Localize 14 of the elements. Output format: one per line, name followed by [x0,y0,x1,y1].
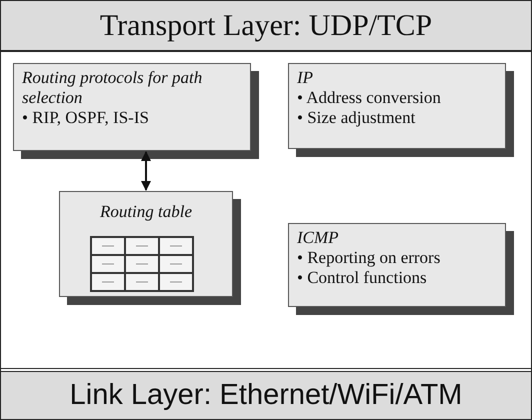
bullet-item: • Reporting on errors [297,248,442,268]
box-heading: Routing table [98,202,194,222]
layer-title: Transport Layer: UDP/TCP [100,8,432,42]
box-heading: Routing protocols for path selection [22,68,204,108]
layer-band [1,371,531,419]
bullet-item: • RIP, OSPF, IS-IS [22,108,150,128]
bullet-item: • Size adjustment [297,108,416,128]
box-heading: ICMP [297,228,340,248]
bullet-item: • Control functions [297,268,428,288]
layer-title: Link Layer: Ethernet/WiFi/ATM [70,379,462,412]
bullet-item: • Address conversion [297,88,442,108]
layer-band [1,1,531,51]
box-heading: IP [297,68,314,88]
double-arrow [141,151,151,191]
